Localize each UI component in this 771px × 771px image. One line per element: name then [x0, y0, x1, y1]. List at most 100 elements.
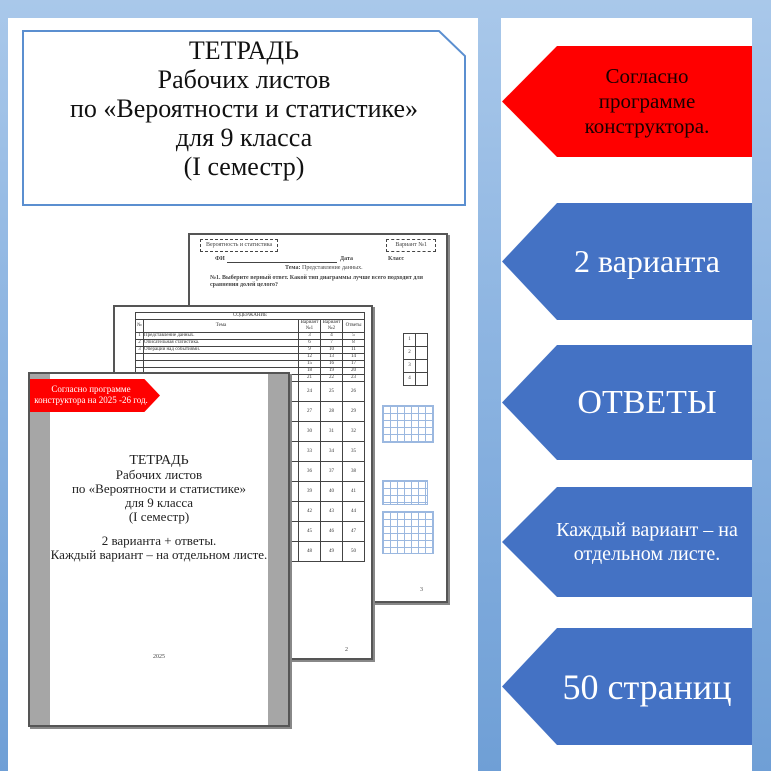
table-cell: 21: [298, 374, 321, 382]
answer-cell: 4: [403, 372, 416, 386]
question: №1. Выберите верный ответ. Какой тип диа…: [210, 275, 423, 288]
grid: [382, 480, 428, 505]
class-label: Класс: [388, 256, 405, 262]
column-header: Вариант №1: [298, 319, 321, 333]
table-cell: 39: [298, 481, 321, 502]
table-cell: 40: [320, 481, 343, 502]
table-cell: 22: [320, 374, 343, 382]
front-page: Согласно программе конструктора на 2025 …: [28, 372, 290, 727]
table-cell: 36: [298, 461, 321, 482]
answer-cell: 1: [403, 333, 416, 347]
table-cell: 48: [298, 541, 321, 562]
title-line: для 9 класса: [175, 123, 313, 152]
answer-table: 1 2 3 4: [403, 333, 428, 386]
topic: Представление данных.: [301, 265, 363, 271]
front-extra-line: Каждый вариант – на отдельном листе.: [50, 547, 268, 562]
arrow-text: 50 страниц: [562, 666, 732, 707]
table-cell: 17: [341, 360, 366, 368]
table-cell: 43: [320, 501, 343, 522]
front-badge: Согласно программе конструктора на 2025 …: [30, 379, 160, 412]
table-cell: 30: [298, 421, 321, 442]
table-cell: 33: [298, 441, 321, 462]
table-cell: 31: [320, 421, 343, 442]
table-cell: 3: [298, 332, 321, 340]
arrow-text: Каждый вариант – на отдельном листе.: [556, 519, 738, 565]
front-title-line: для 9 класса: [124, 495, 194, 510]
table-cell: 38: [341, 461, 366, 482]
table-cell: 49: [320, 541, 343, 562]
answer-cell: 3: [403, 359, 416, 373]
table-cell: 2: [135, 339, 144, 347]
title-line: ТЕТРАДЬ: [188, 36, 300, 65]
topic-label: Тема:: [285, 265, 301, 271]
table-cell: 42: [298, 501, 321, 522]
title-box: ТЕТРАДЬ Рабочих листов по «Вероятности и…: [22, 30, 466, 206]
table-cell: 12: [298, 353, 321, 361]
table-cell: 3: [135, 346, 144, 354]
table-cell: 16: [320, 360, 343, 368]
table-cell: 20: [341, 367, 366, 375]
table-cell: 35: [341, 441, 366, 462]
arrow-variants: 2 варианта: [502, 203, 752, 320]
table-cell: 25: [320, 381, 343, 402]
title-box-border: [22, 30, 466, 206]
arrow-program: Согласно программе конструктора.: [502, 46, 752, 157]
arrow-answers: ОТВЕТЫ: [502, 345, 752, 460]
date-label: Дата: [340, 256, 353, 262]
table-cell: 5: [341, 332, 366, 340]
table-cell: 45: [298, 521, 321, 542]
fio-label: ФИ: [215, 256, 225, 262]
table-cell: 9: [298, 346, 321, 354]
table-cell: 18: [298, 367, 321, 375]
front-extra-line: 2 варианта + ответы.: [101, 533, 217, 548]
table-cell: 47: [341, 521, 366, 542]
title-line: Рабочих листов: [157, 65, 331, 94]
contents-heading: СОДЕРЖАНИЕ: [134, 312, 366, 320]
table-cell: Представление данных.: [143, 332, 299, 340]
page-header-left: Вероятность и статистика: [200, 239, 279, 252]
table-cell: 10: [320, 346, 343, 354]
grid: [382, 405, 434, 443]
answer-cell: 2: [403, 346, 416, 360]
arrow-each-variant: Каждый вариант – на отдельном листе.: [502, 487, 752, 597]
table-cell: 32: [341, 421, 366, 442]
title-line: по «Вероятности и статистике»: [69, 94, 419, 123]
arrow-text: ОТВЕТЫ: [577, 383, 717, 421]
table-cell: 28: [320, 401, 343, 422]
page-number: 2: [345, 647, 348, 653]
table-cell: 29: [341, 401, 366, 422]
page-header-right: Вариант №1: [386, 239, 436, 252]
table-cell: 13: [320, 353, 343, 361]
table-cell: 14: [341, 353, 366, 361]
table-cell: 26: [341, 381, 366, 402]
front-year: 2025: [153, 654, 165, 660]
table-cell: 34: [320, 441, 343, 462]
table-cell: 15: [298, 360, 321, 368]
table-cell: Описательная статистика.: [143, 339, 299, 347]
table-cell: 4: [320, 332, 343, 340]
column-header: Вариант №2: [320, 319, 343, 333]
table-cell: 19: [320, 367, 343, 375]
table-cell: 11: [341, 346, 366, 354]
front-title-line: Рабочих листов: [115, 467, 203, 482]
front-title-line: по «Вероятности и статистике»: [71, 481, 247, 496]
table-cell: 27: [298, 401, 321, 422]
table-cell: 1: [135, 332, 144, 340]
arrow-pages: 50 страниц: [502, 628, 752, 745]
table-cell: 24: [298, 381, 321, 402]
table-cell: 50: [341, 541, 366, 562]
arrow-text: Согласно программе конструктора.: [584, 64, 710, 138]
column-header: №: [135, 319, 144, 333]
table-cell: 23: [341, 374, 366, 382]
front-title-line: ТЕТРАДЬ: [129, 453, 189, 468]
table-cell: 8: [341, 339, 366, 347]
table-cell: 41: [341, 481, 366, 502]
column-header: Тема: [143, 319, 299, 333]
table-cell: Операции над событиями.: [143, 346, 299, 354]
